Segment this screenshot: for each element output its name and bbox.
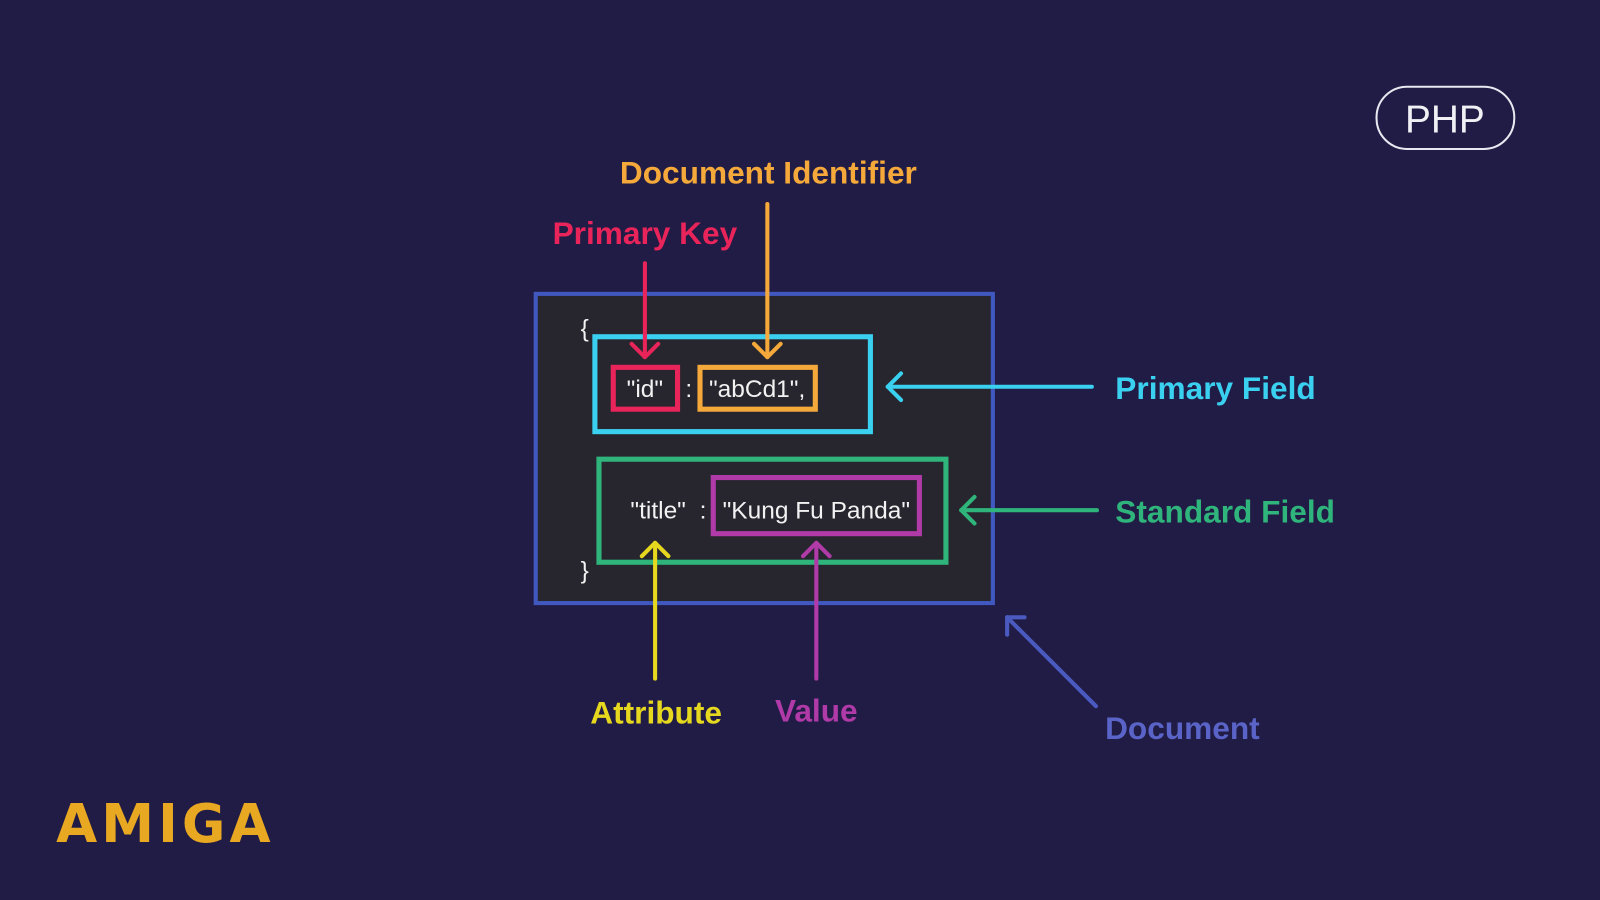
title-key: "title"	[630, 497, 685, 524]
primary-key-box	[610, 364, 681, 412]
title-colon: :	[700, 497, 707, 524]
document-identifier-arrow	[752, 202, 783, 360]
primary-key-label: Primary Key	[553, 215, 738, 251]
amiga-logo: AMIGA	[56, 793, 275, 855]
value-box	[710, 475, 922, 537]
attribute-arrow	[639, 540, 671, 681]
close-brace: }	[581, 558, 589, 585]
php-badge: PHP	[1375, 85, 1516, 150]
value-arrow	[801, 540, 832, 681]
id-colon: :	[685, 376, 692, 403]
document-identifier-box	[697, 364, 818, 412]
attribute-label: Attribute	[590, 694, 722, 730]
document-identifier-label: Document Identifier	[620, 155, 917, 191]
document-label: Document	[1105, 710, 1260, 746]
php-badge-label: PHP	[1405, 99, 1485, 142]
standard-field-label: Standard Field	[1115, 493, 1335, 529]
document-arrow	[1005, 615, 1098, 709]
standard-field-arrow	[959, 494, 1099, 526]
primary-field-arrow	[885, 371, 1094, 403]
open-brace: {	[581, 316, 589, 343]
standard-field-box	[596, 456, 949, 565]
primary-field-label: Primary Field	[1115, 370, 1315, 406]
primary-field-box	[592, 334, 873, 435]
value-label: Value	[775, 692, 858, 728]
primary-key-arrow	[629, 261, 661, 360]
title-value: "Kung Fu Panda"	[723, 497, 910, 524]
id-key: "id"	[627, 376, 663, 403]
document-box	[533, 291, 995, 606]
id-value: "abCd1",	[709, 376, 805, 403]
